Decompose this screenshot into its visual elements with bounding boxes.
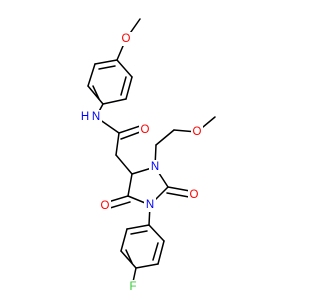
bond-carbonyl-o-1 — [118, 125, 141, 134]
atom-o-c4-label: O — [101, 200, 110, 212]
bond-ring2-inner-1 — [152, 242, 159, 261]
bond-ch2-ch2 — [155, 129, 175, 146]
bond-c4-o-2 — [109, 201, 131, 209]
bond-ring2-inner-3 — [130, 230, 148, 235]
bond-ring1-f — [94, 59, 118, 65]
bond-ring2-c — [135, 263, 159, 269]
atom-h-amide-label: H — [81, 111, 89, 123]
bond-ring2-inner-2 — [125, 249, 133, 264]
atom-n-ring-lower-label: N — [146, 199, 154, 211]
bond-ring1-c — [102, 98, 127, 105]
bond-ring1-b — [125, 76, 133, 100]
bond-ring2-f-sub — [132, 267, 137, 283]
bond-ring1-inner-1 — [120, 76, 127, 96]
atom-n-ring-upper-label: N — [151, 161, 159, 173]
atom-o-ether-side: O — [191, 125, 203, 139]
atom-h-amide: H — [81, 110, 90, 124]
atom-o-ether-side-label: O — [193, 126, 202, 138]
bond-ring2-f — [126, 224, 150, 230]
bond-carbonyl-ch2 — [115, 132, 120, 156]
bond-ring2-a — [148, 224, 165, 242]
bond-c4-o-1 — [107, 195, 129, 203]
bond-ring2-e — [120, 228, 128, 252]
bond-ring2-d — [120, 250, 137, 269]
bond-ch2-c5 — [115, 154, 133, 175]
atom-n-amide-label: N — [92, 111, 100, 123]
atom-labels: O N H O O N N O — [81, 32, 203, 294]
atom-o-c4: O — [99, 199, 111, 213]
atom-o-c2: O — [188, 188, 200, 202]
bond-ring1-d — [87, 85, 104, 105]
atom-f-label: F — [129, 281, 136, 293]
bond-ring1-inner-2 — [92, 85, 100, 100]
bond-c2-o-1 — [167, 186, 191, 192]
chemical-structure: O N H O O N N O — [81, 18, 216, 294]
atom-o-amide-label: O — [141, 124, 150, 136]
atom-f: F — [127, 280, 139, 294]
atom-o-ether-top-label: O — [122, 33, 131, 45]
atom-n-ring-lower: N — [144, 198, 156, 212]
atom-n-ring-upper: N — [149, 160, 161, 174]
bond-carbonyl-o-2 — [120, 131, 141, 140]
bond-ring1-e — [87, 63, 96, 87]
bond-ring2-b — [157, 240, 165, 265]
bond-ring1-a — [116, 59, 133, 78]
bond-c2-o-2 — [166, 192, 190, 198]
bond-ring1-inner-3 — [98, 65, 116, 70]
atom-o-ether-top: O — [120, 32, 132, 46]
atom-o-amide: O — [139, 123, 151, 137]
bond-c4-c5 — [127, 173, 133, 197]
bonds — [87, 18, 216, 283]
atom-o-c2-label: O — [190, 189, 199, 201]
atom-n-amide: N — [90, 110, 102, 124]
